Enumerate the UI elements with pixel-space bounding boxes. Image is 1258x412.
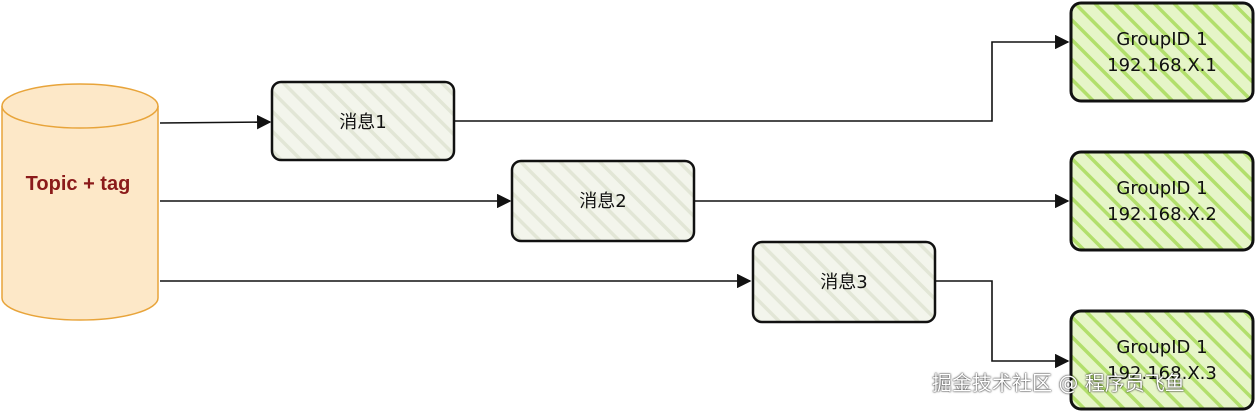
topic-cylinder: Topic + tag	[1, 83, 159, 321]
group-1-id: GroupID 1	[1116, 29, 1207, 50]
edge-message-3-to-group-3	[935, 280, 1070, 369]
group-2-id: GroupID 1	[1116, 178, 1207, 199]
group-2-ip: 192.168.X.2	[1107, 204, 1217, 225]
group-box-3: GroupID 1 192.168.X.3	[1069, 309, 1255, 411]
message-box-3: 消息3	[751, 240, 937, 324]
edge-topic-to-message-1	[159, 114, 272, 130]
group-1-ip: 192.168.X.1	[1107, 55, 1217, 76]
connectors	[159, 34, 1070, 369]
group-box-1: GroupID 1 192.168.X.1	[1069, 1, 1255, 103]
watermark: 掘金技术社区 @ 程序员飞鱼	[932, 371, 1185, 395]
message-box-1: 消息1	[270, 80, 456, 162]
group-box-2: GroupID 1 192.168.X.2	[1069, 150, 1255, 252]
message-label-1: 消息1	[339, 112, 386, 133]
message-label-3: 消息3	[820, 272, 867, 293]
message-box-2: 消息2	[510, 159, 696, 243]
topic-label: Topic + tag	[26, 173, 131, 195]
group-3-ip: 192.168.X.3	[1107, 363, 1217, 384]
message-label-2: 消息2	[579, 191, 626, 212]
group-3-id: GroupID 1	[1116, 337, 1207, 358]
edge-message-1-to-group-1	[455, 34, 1070, 122]
